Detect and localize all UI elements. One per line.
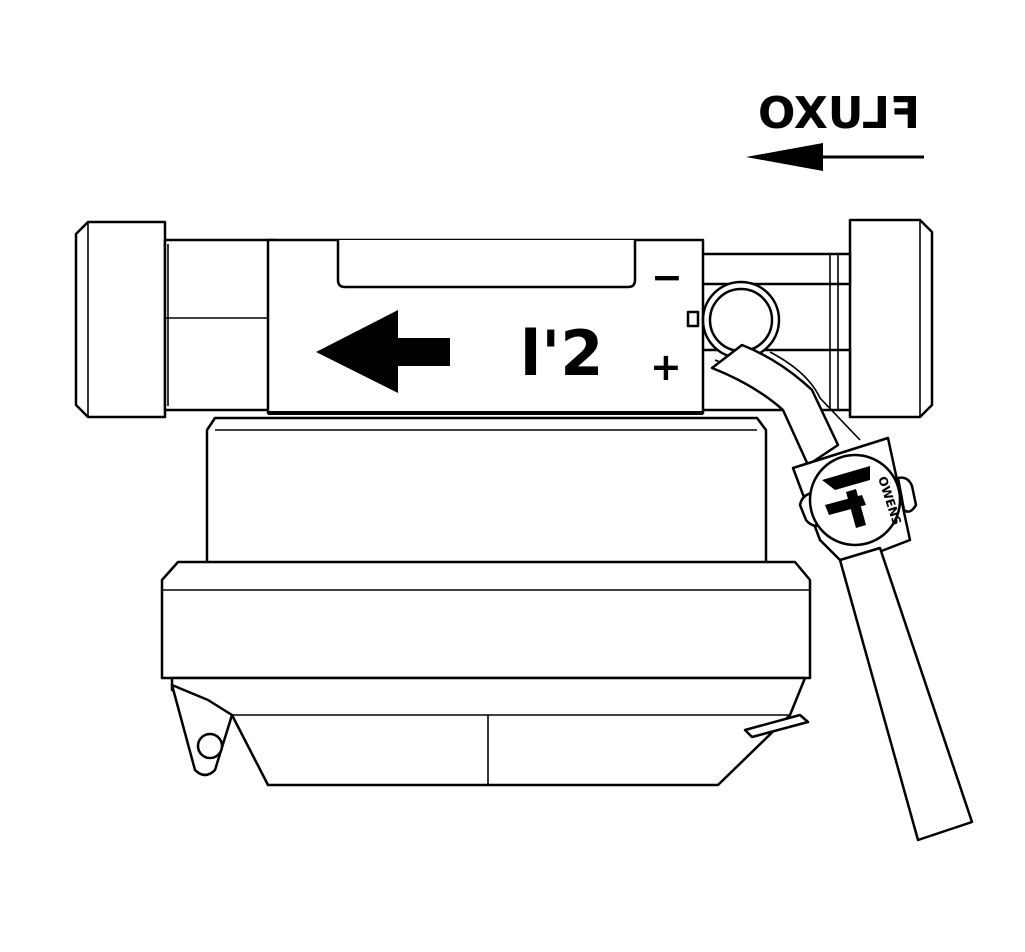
arrow-left-icon — [316, 310, 450, 393]
seal-tag: OWENS — [791, 436, 918, 567]
left-end-cap — [74, 220, 277, 419]
logo-icon — [822, 466, 870, 528]
upper-housing — [205, 416, 768, 567]
meter-label: l'2 — [520, 317, 603, 390]
arrow-left-icon — [746, 143, 924, 171]
strap — [838, 546, 974, 842]
cable-connector — [701, 280, 861, 467]
positive-terminal: + — [650, 345, 682, 389]
negative-terminal: − — [651, 255, 683, 299]
flange-ring — [160, 560, 812, 680]
meter-body: l'2 − + — [266, 238, 705, 415]
bottom-cover — [170, 676, 810, 787]
flow-label: FLUXO — [758, 88, 920, 139]
flow-label-group: FLUXO — [758, 88, 920, 139]
